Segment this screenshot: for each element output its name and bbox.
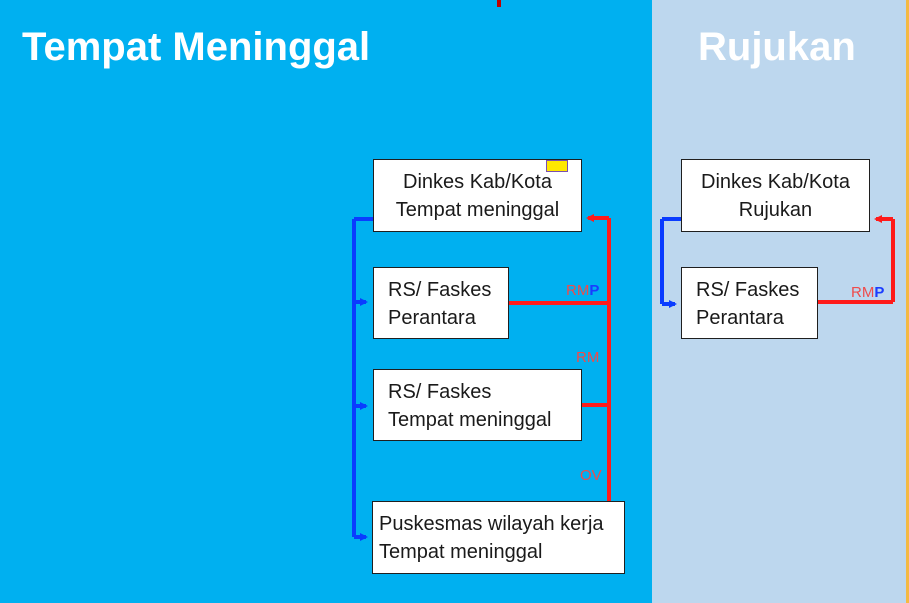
box-dinkes-rujukan: Dinkes Kab/Kota Rujukan bbox=[681, 159, 870, 232]
box-dinkes-tempat-meninggal: Dinkes Kab/Kota Tempat meninggal bbox=[373, 159, 582, 232]
label-rmp-left: RMP bbox=[566, 283, 599, 299]
label-rmp-left-rm: RM bbox=[566, 282, 590, 299]
box-dinkes-rujukan-line2: Rujukan bbox=[738, 199, 813, 221]
box-rs-tempat-meninggal: RS/ Faskes Tempat meninggal bbox=[373, 369, 582, 441]
box-rs-tm-line1: RS/ Faskes bbox=[388, 381, 492, 403]
label-rm-mid: RM bbox=[576, 350, 599, 366]
red-flow-left bbox=[508, 214, 611, 502]
box-rs-perantara-tm: RS/ Faskes Perantara bbox=[373, 267, 509, 339]
blue-flow-right bbox=[660, 217, 681, 308]
box-puskesmas: Puskesmas wilayah kerja Tempat meninggal bbox=[372, 501, 625, 574]
box-puskesmas-line1: Puskesmas wilayah kerja bbox=[379, 513, 604, 535]
box-rs-perantara-rujukan-line2: Perantara bbox=[696, 307, 784, 329]
box-rs-perantara-rujukan-line1: RS/ Faskes bbox=[696, 279, 800, 301]
box-rs-perantara-tm-line2: Perantara bbox=[388, 307, 476, 329]
label-ov: OV bbox=[580, 468, 602, 484]
red-flow-right bbox=[817, 215, 895, 304]
box-puskesmas-line2: Tempat meninggal bbox=[379, 541, 543, 563]
top-marker bbox=[497, 0, 501, 7]
box-dinkes-tm-line1: Dinkes Kab/Kota bbox=[403, 171, 552, 193]
label-rmp-left-p: P bbox=[589, 282, 600, 299]
label-rmp-right-p: P bbox=[874, 284, 885, 301]
blue-flow-left bbox=[352, 217, 373, 541]
label-ov-text: OV bbox=[580, 467, 602, 484]
label-rmp-right-rm: RM bbox=[851, 284, 875, 301]
box-rs-tm-line2: Tempat meninggal bbox=[388, 409, 552, 431]
box-rs-perantara-rujukan: RS/ Faskes Perantara bbox=[681, 267, 818, 339]
note-icon bbox=[546, 160, 568, 172]
title-tempat-meninggal: Tempat Meninggal bbox=[22, 25, 371, 69]
label-rmp-right: RMP bbox=[851, 285, 884, 301]
box-dinkes-tm-line2: Tempat meninggal bbox=[395, 199, 560, 221]
box-dinkes-rujukan-line1: Dinkes Kab/Kota bbox=[701, 171, 850, 193]
label-rm-mid-text: RM bbox=[576, 349, 600, 366]
title-rujukan: Rujukan bbox=[698, 25, 856, 69]
box-rs-perantara-tm-line1: RS/ Faskes bbox=[388, 279, 492, 301]
slide-edge bbox=[906, 0, 909, 603]
